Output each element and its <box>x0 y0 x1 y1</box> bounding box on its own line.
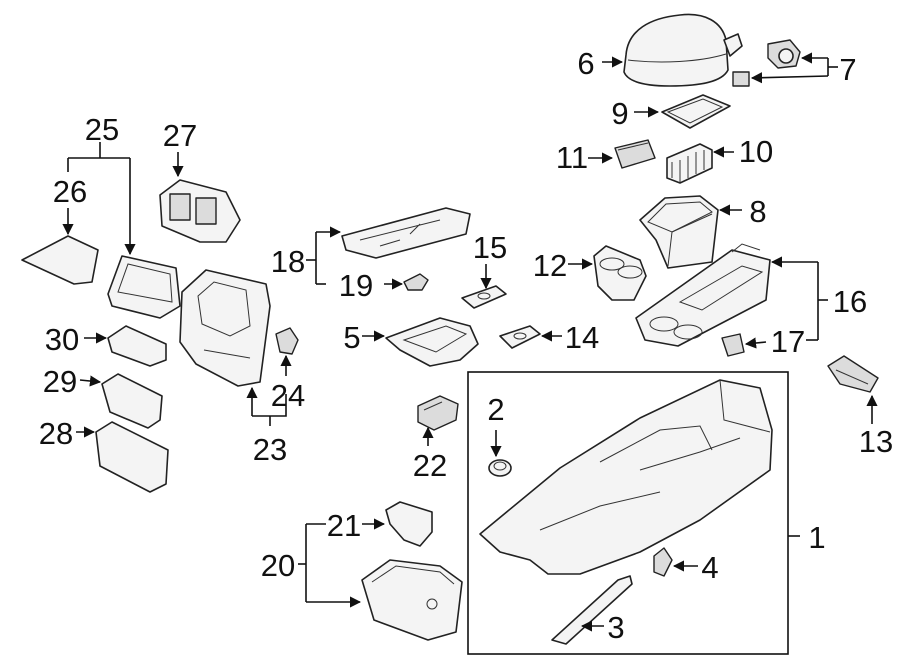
console-callout-box <box>467 371 789 655</box>
tray-mat-part <box>661 94 731 129</box>
callout-14: 14 <box>565 320 599 355</box>
insert-part-lower <box>499 325 541 349</box>
callout-24: 24 <box>271 378 305 413</box>
leader-lines <box>62 52 878 632</box>
storage-bezel-part <box>107 255 181 319</box>
callout-22: 22 <box>413 448 447 483</box>
insert-part <box>461 285 507 309</box>
console-top-panel-part <box>635 243 771 347</box>
callout-4: 4 <box>701 550 718 585</box>
clip-part-24 <box>275 327 299 355</box>
small-tray-part <box>107 325 167 367</box>
callout-18: 18 <box>271 244 305 279</box>
clip-part <box>721 333 745 357</box>
callout-labels: 1 2 3 4 5 6 7 8 9 10 11 12 13 14 15 16 1… <box>39 46 893 645</box>
callout-23: 23 <box>253 432 287 467</box>
callout-12: 12 <box>533 248 567 283</box>
rear-storage-part <box>361 559 463 641</box>
trim-strip-part <box>551 575 633 645</box>
callout-3: 3 <box>607 610 624 645</box>
callout-7: 7 <box>839 52 856 87</box>
callout-27: 27 <box>163 118 197 153</box>
callout-10: 10 <box>739 134 773 169</box>
large-bin-part <box>95 421 169 493</box>
rear-panel-part <box>179 269 271 387</box>
callout-21: 21 <box>327 508 361 543</box>
clip-part-4 <box>653 547 673 577</box>
callout-5: 5 <box>343 320 360 355</box>
storage-bin-part <box>639 195 719 269</box>
callout-2: 2 <box>487 392 504 427</box>
bracket-part <box>666 143 713 184</box>
callout-11: 11 <box>556 140 588 175</box>
duct-part <box>385 501 433 547</box>
switch-part <box>732 39 801 87</box>
storage-mat-part <box>21 235 99 285</box>
armrest-lid-part <box>623 13 743 87</box>
callout-8: 8 <box>749 194 766 229</box>
callout-13: 13 <box>859 424 893 459</box>
lamp-part <box>614 139 656 169</box>
small-switch-part <box>417 395 459 431</box>
small-bracket-part <box>403 273 429 291</box>
callout-28: 28 <box>39 416 73 451</box>
callout-15: 15 <box>473 230 507 265</box>
callout-19: 19 <box>339 268 373 303</box>
callout-30: 30 <box>45 322 79 357</box>
callout-9: 9 <box>611 96 628 131</box>
small-bin-part <box>101 373 163 429</box>
plug-part <box>488 459 512 477</box>
callout-26: 26 <box>53 174 87 209</box>
callout-20: 20 <box>261 548 295 583</box>
callout-25: 25 <box>85 112 119 147</box>
callout-16: 16 <box>833 284 867 319</box>
switch-module-part <box>827 355 879 393</box>
trim-plate-part <box>341 207 471 259</box>
callout-29: 29 <box>43 364 77 399</box>
callout-6: 6 <box>577 46 594 81</box>
console-body-part <box>479 379 773 575</box>
shifter-bracket-part <box>385 317 479 367</box>
callout-1: 1 <box>808 520 825 555</box>
vent-bezel-part <box>159 179 241 243</box>
cup-holder-part <box>593 245 647 301</box>
callout-17: 17 <box>771 324 805 359</box>
